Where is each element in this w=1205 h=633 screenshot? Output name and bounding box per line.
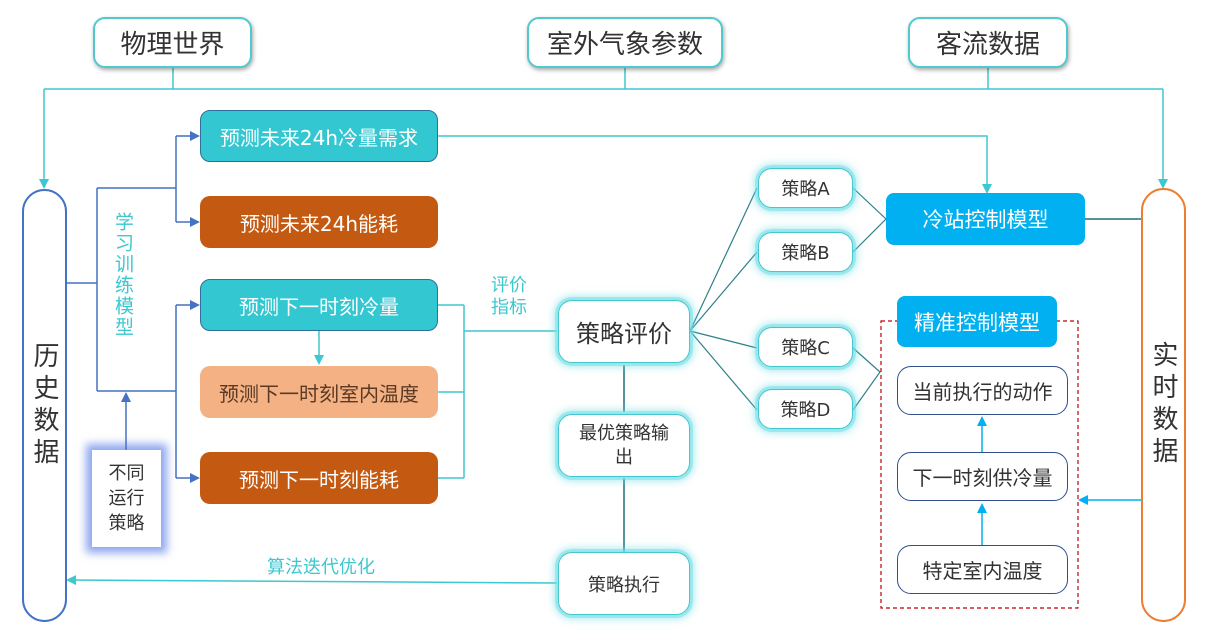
chiller-control-model-label: 冷站控制模型	[922, 208, 1049, 232]
predict-energy-24h-label: 预测未来24h能耗	[239, 211, 399, 236]
strategy-eval-label: 策略评价	[576, 320, 672, 348]
strategy-eval-box: 策略评价	[558, 300, 690, 363]
strategy-b-label: 策略B	[781, 243, 830, 264]
predict-cooling-24h-box: 预测未来24h冷量需求	[200, 110, 438, 162]
history-data-label: 历史数据	[29, 341, 59, 470]
algo-iteration-label: 算法迭代优化	[267, 557, 375, 578]
predict-energy-next-box: 预测下一时刻能耗	[200, 452, 438, 504]
realtime-data-label: 实时数据	[1148, 341, 1178, 469]
cooling24-to-chiller	[438, 135, 992, 194]
optimal-output-label: 最优策略输出	[579, 423, 669, 468]
passenger-flow-label: 客流数据	[935, 30, 1040, 60]
optimal-output-box: 最优策略输出	[558, 414, 690, 477]
current-action-label: 当前执行的动作	[912, 380, 1053, 404]
strategy-b-box: 策略B	[758, 232, 853, 272]
top-bus-line	[44, 68, 1163, 90]
strategy-a-label: 策略A	[781, 179, 830, 200]
eval-metrics-label: 评价指标	[491, 275, 527, 318]
algo-iteration-arrow	[66, 575, 558, 586]
next-cooling-supply-label: 下一时刻供冷量	[912, 466, 1053, 490]
next-cooling-supply-box: 下一时刻供冷量	[897, 452, 1068, 501]
learning-label: 学习训练模型	[112, 212, 134, 338]
predict-cooling-24h-label: 预测未来24h冷量需求	[219, 125, 419, 150]
strategy-c-box: 策略C	[758, 327, 853, 367]
predict-cooling-next-label: 预测下一时刻冷量	[239, 294, 399, 319]
realtime-data-pill: 实时数据	[1141, 188, 1186, 622]
predict-temp-next-label: 预测下一时刻室内温度	[219, 381, 419, 406]
predict-energy-next-label: 预测下一时刻能耗	[239, 467, 399, 492]
strategy-a-box: 策略A	[758, 168, 853, 208]
predict-cooling-next-box: 预测下一时刻冷量	[200, 279, 438, 331]
history-data-pill: 历史数据	[22, 189, 67, 622]
weather-params-box: 室外气象参数	[527, 17, 723, 68]
indoor-temp-box: 特定室内温度	[897, 545, 1068, 594]
strategy-exec-box: 策略执行	[558, 552, 690, 615]
physical-world-label: 物理世界	[120, 30, 225, 60]
predict-temp-next-box: 预测下一时刻室内温度	[200, 366, 438, 418]
strategy-exec-label: 策略执行	[588, 574, 660, 596]
indoor-temp-label: 特定室内温度	[922, 559, 1043, 583]
physical-world-box: 物理世界	[93, 17, 252, 68]
strategy-d-box: 策略D	[758, 389, 853, 429]
precise-control-model-label: 精准控制模型	[914, 310, 1040, 335]
precise-control-model-box: 精准控制模型	[897, 296, 1057, 347]
chiller-control-model-box: 冷站控制模型	[886, 193, 1085, 245]
strategy-d-label: 策略D	[780, 400, 831, 421]
predict-energy-24h-box: 预测未来24h能耗	[200, 196, 438, 248]
strategy-options-box: 不同运行策略	[92, 450, 161, 547]
weather-params-label: 室外气象参数	[546, 30, 703, 60]
passenger-flow-box: 客流数据	[908, 17, 1068, 68]
strategy-c-label: 策略C	[781, 338, 830, 359]
strategy-options-label: 不同运行策略	[108, 462, 145, 535]
current-action-box: 当前执行的动作	[897, 366, 1068, 415]
